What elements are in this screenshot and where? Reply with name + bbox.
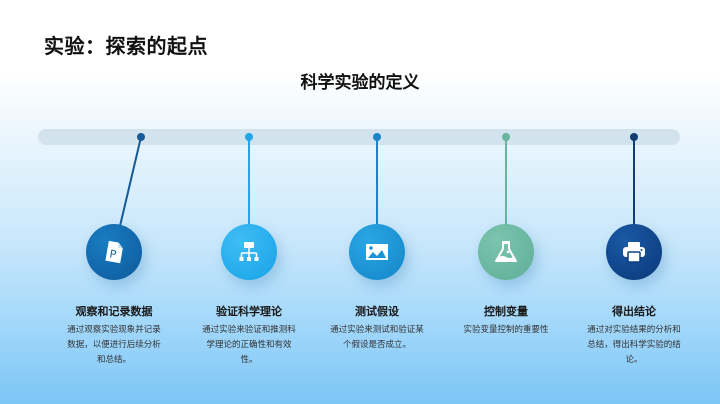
step-label: 观察和记录数据 bbox=[75, 305, 153, 318]
step-description: 实验变量控制的重要性 bbox=[463, 325, 549, 335]
timeline-dot bbox=[245, 133, 253, 141]
timeline-dot bbox=[630, 133, 638, 141]
timeline-dot bbox=[502, 133, 510, 141]
step-description: 通过对实验结果的分析和总结，得出科学实验的结论。 bbox=[587, 325, 681, 365]
step-description: 通过观察实验现象并记录数据，以便进行后续分析和总结。 bbox=[67, 325, 161, 365]
page-title: 实验：探索的起点 bbox=[44, 34, 208, 58]
step-icon-circle: P bbox=[86, 224, 142, 280]
flask-icon bbox=[495, 241, 517, 262]
timeline-dot bbox=[373, 133, 381, 141]
image-icon bbox=[366, 244, 388, 260]
timeline-track bbox=[38, 129, 680, 145]
hierarchy-icon bbox=[239, 242, 259, 261]
document-p-icon: P bbox=[105, 240, 123, 264]
step-label: 得出结论 bbox=[612, 305, 656, 318]
section-subtitle: 科学实验的定义 bbox=[300, 73, 420, 93]
step-icon-circle bbox=[606, 224, 662, 280]
step-description: 通过实验来验证和推测科学理论的正确性和有效性。 bbox=[202, 325, 296, 365]
step-description: 通过实验来测试和验证某个假设是否成立。 bbox=[330, 325, 424, 350]
timeline-dot bbox=[137, 133, 145, 141]
step-icon-circle bbox=[478, 224, 534, 280]
step-label: 控制变量 bbox=[484, 305, 528, 318]
step-label: 测试假设 bbox=[355, 305, 399, 318]
step-icon-circle bbox=[221, 224, 277, 280]
step-label: 验证科学理论 bbox=[216, 305, 282, 318]
printer-icon bbox=[623, 242, 645, 263]
step-icon-circle bbox=[349, 224, 405, 280]
svg-text:P: P bbox=[108, 247, 117, 261]
